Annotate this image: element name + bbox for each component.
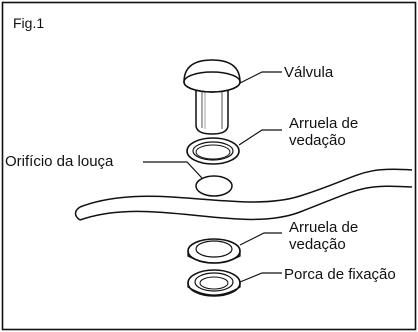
label-bottom-washer-line1: Arruela de bbox=[289, 219, 358, 236]
basin-section-lines bbox=[74, 168, 413, 221]
top-sealing-washer bbox=[186, 137, 240, 165]
figure-label: Fig.1 bbox=[13, 15, 44, 31]
label-valve: Válvula bbox=[284, 64, 334, 81]
fixing-nut bbox=[187, 269, 241, 297]
label-top-washer-line1: Arruela de bbox=[289, 115, 358, 132]
label-fixing-nut: Porca de fixação bbox=[284, 266, 396, 283]
label-bottom-washer-line2: vedação bbox=[289, 236, 346, 253]
bottom-sealing-washer bbox=[187, 238, 241, 264]
label-basin-hole: Orifício da louça bbox=[5, 153, 114, 170]
valve-part bbox=[183, 59, 241, 135]
leader-lines bbox=[143, 71, 282, 283]
label-top-washer-line2: vedação bbox=[289, 132, 346, 149]
basin-hole bbox=[195, 175, 233, 197]
